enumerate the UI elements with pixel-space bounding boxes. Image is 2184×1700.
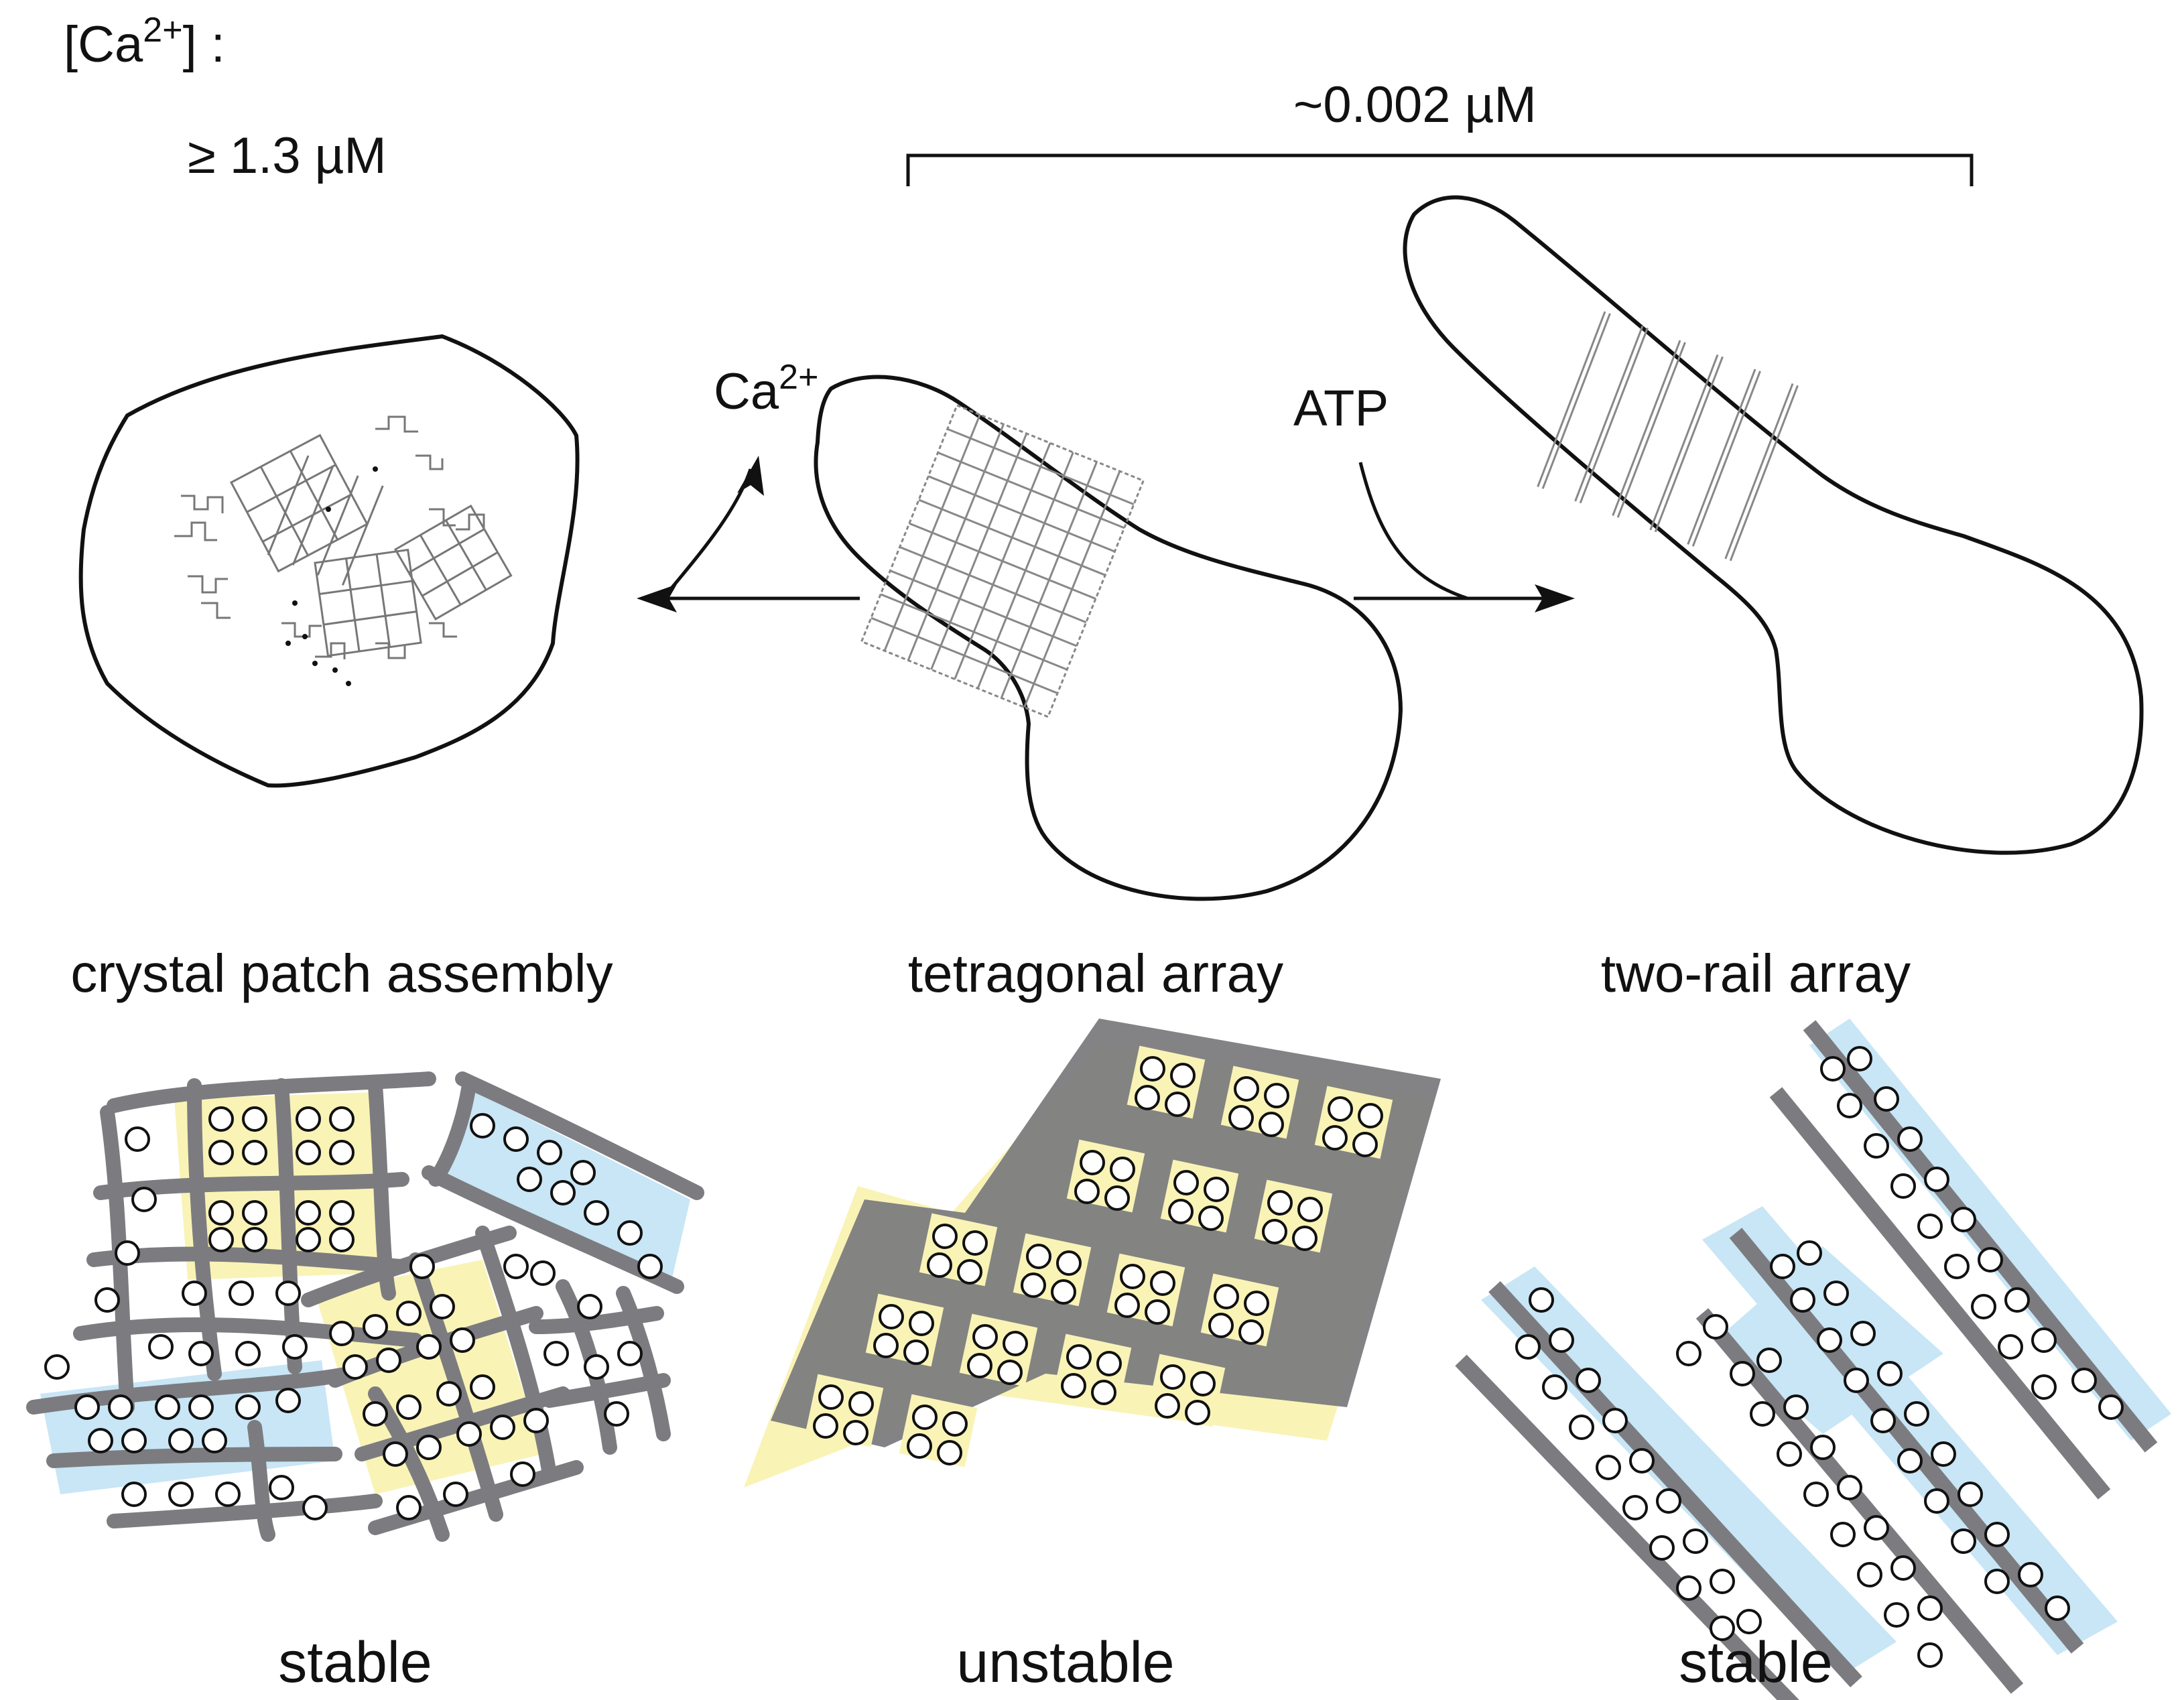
crystal-patch-dots — [285, 466, 378, 686]
ca-curved-arrow-head — [737, 456, 764, 496]
tetragonal-array-schematic — [744, 1019, 1441, 1488]
low-ca-bracket — [906, 153, 1974, 186]
atp-arrow-head — [1535, 584, 1575, 612]
tworail-blue-band — [1809, 1019, 2171, 1441]
tetragonal-cell-outline — [814, 375, 1403, 901]
tworail-array-schematic — [1455, 1019, 2171, 1700]
panel-label-tworail: two-rail array — [1601, 943, 1911, 1003]
tworail-particles — [1515, 1046, 2124, 1668]
stability-label-crystal-patch: stable — [278, 1630, 432, 1695]
panel-label-tetragonal: tetragonal array — [908, 943, 1283, 1003]
panel-label-crystal-patch: crystal patch assembly — [70, 943, 613, 1003]
tworail-lattice-sketch — [1537, 311, 1799, 562]
stability-label-tetragonal: unstable — [956, 1630, 1174, 1695]
ca-concentration-heading: [Ca2+] : — [64, 11, 225, 73]
tworail-cell-outline — [1403, 195, 2144, 855]
arrow-to-crystal-patch-head — [637, 584, 677, 612]
low-ca-value: ~0.002 µM — [1293, 76, 1537, 133]
crystal-patch-sketch — [174, 415, 513, 659]
crystal-patch-particles — [44, 1106, 663, 1520]
high-ca-value: ≥ 1.3 µM — [188, 127, 387, 184]
crystal-patch-schematic — [26, 1071, 704, 1542]
round-cell-outline — [78, 334, 580, 788]
ca-curved-arrow — [669, 468, 753, 591]
tetragonal-particles — [813, 1056, 1383, 1465]
stability-label-tworail: stable — [1679, 1630, 1833, 1695]
tetragonal-lattice-sketch — [860, 404, 1145, 718]
atp-arrow-label: ATP — [1293, 380, 1389, 437]
atp-curved-line — [1358, 462, 1468, 600]
ca-arrow-label: Ca2+ — [714, 358, 818, 420]
